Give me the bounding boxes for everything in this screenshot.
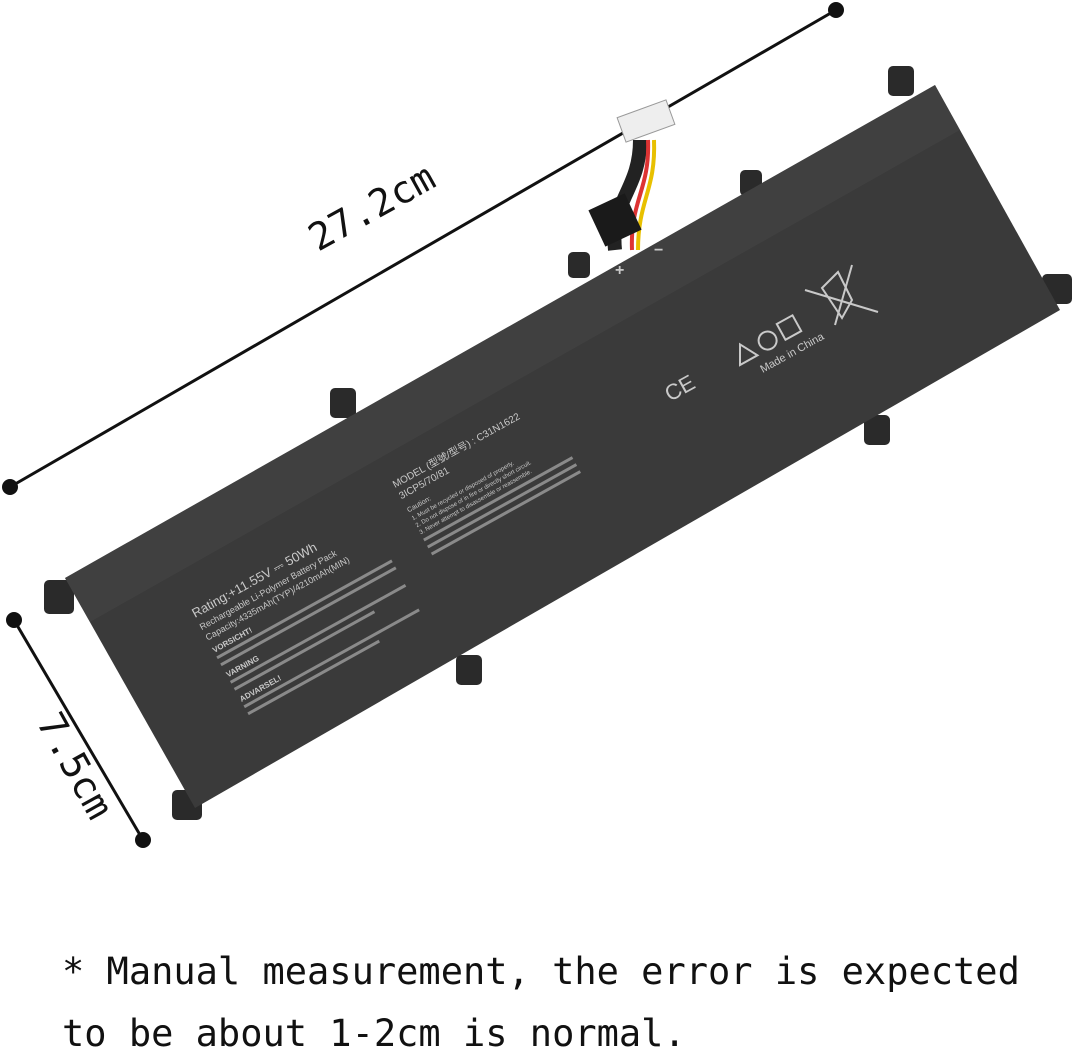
width-label: 7.5cm xyxy=(28,705,122,826)
length-label: 27.2cm xyxy=(301,155,442,260)
width-dimension-line xyxy=(12,619,145,841)
plus-terminal: + xyxy=(615,262,624,279)
mounting-tabs xyxy=(44,66,1072,820)
measurement-note-line-1: * Manual measurement, the error is expec… xyxy=(62,950,1020,993)
measurement-note-line-2: to be about 1-2cm is normal. xyxy=(62,1012,686,1052)
connector-cable xyxy=(588,99,676,251)
length-dimension-line xyxy=(9,8,837,489)
battery-body xyxy=(65,85,1060,808)
crossed-bin-icon xyxy=(804,264,879,326)
recycle-5-icon xyxy=(757,330,778,351)
dimension-dot xyxy=(2,479,18,495)
warning-triangle-icon xyxy=(738,342,760,367)
china-rohs-icon xyxy=(775,313,803,342)
dimension-dot xyxy=(828,2,844,18)
dimension-dot xyxy=(135,832,151,848)
dimension-dot xyxy=(6,612,22,628)
minus-terminal: − xyxy=(654,242,663,259)
